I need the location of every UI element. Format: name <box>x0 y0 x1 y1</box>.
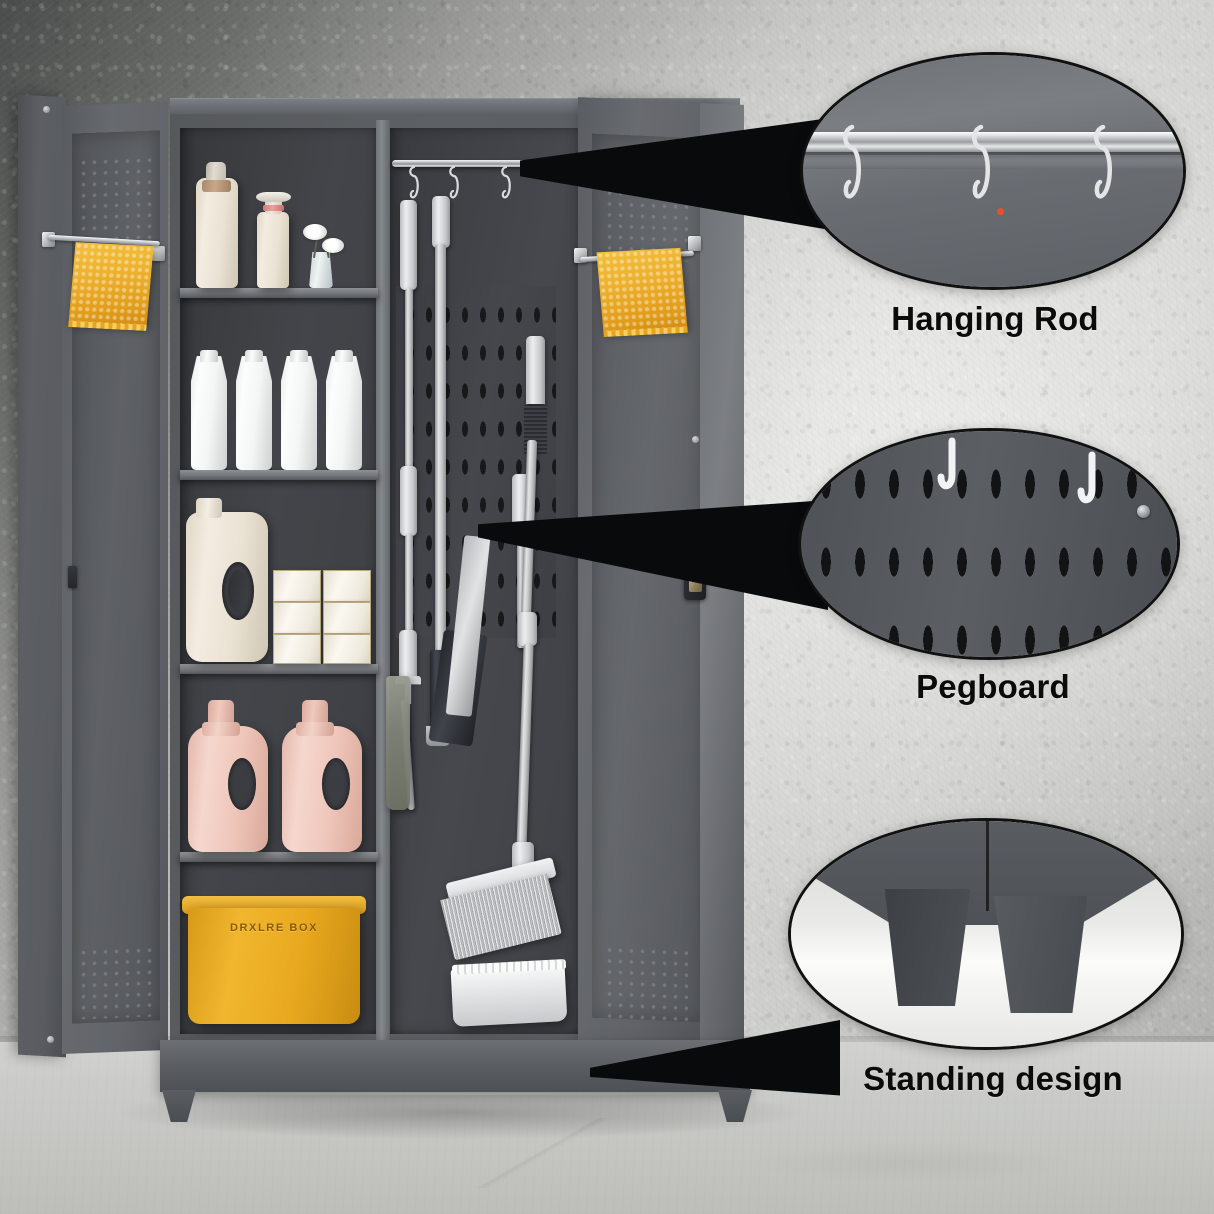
callout-hanging-rod-oval <box>800 52 1186 290</box>
detergent-bottle-collar <box>202 180 231 192</box>
shelf-second <box>180 470 378 480</box>
cleaner-bottle-white-3 <box>281 356 317 470</box>
callout-hanging-rod-label: Hanging Rod <box>891 300 1099 337</box>
shelf-top <box>180 288 378 298</box>
right-door-towel <box>596 247 688 335</box>
cleaning-cloth <box>386 676 410 810</box>
cleaner-bottle-cap-2 <box>245 350 263 362</box>
cleaner-bottle-white-2 <box>236 356 272 470</box>
callout-hanging-rod: Hanging Rod <box>800 52 1190 352</box>
detergent-jug-pink-1-collar <box>202 722 240 736</box>
cleaner-bottle-cap-1 <box>200 350 218 362</box>
flower-bloom-left <box>303 224 327 240</box>
right-door-vents-lower <box>604 944 688 1024</box>
cleaner-bottle-cap-3 <box>290 350 308 362</box>
callout-pegboard-oval <box>798 428 1180 660</box>
broom-shaft-joint <box>518 612 537 646</box>
duster-grip <box>400 200 417 290</box>
duster-lower-grip <box>400 466 417 536</box>
duster-foot-grip <box>399 630 417 682</box>
cabinet-floor-shadow <box>120 1095 800 1139</box>
right-towel-bar-bracket-right <box>688 236 701 251</box>
callout-hanging-rod-bar <box>803 131 1183 153</box>
tissue-box-5 <box>273 634 321 664</box>
flower-vase-decor <box>309 252 333 288</box>
callout-j-hook-1 <box>937 437 965 503</box>
left-door-hinge-screw-bottom <box>47 1036 54 1043</box>
tissue-box-1 <box>273 570 321 602</box>
detergent-bottle-cap <box>206 162 226 184</box>
callout-pegboard-label: Pegboard <box>916 668 1070 705</box>
pump-dispenser-bottle <box>257 212 289 288</box>
s-hook-1 <box>408 166 420 204</box>
callout-s-hook-3 <box>1092 124 1112 204</box>
pump-dispenser-head <box>256 192 291 202</box>
detergent-jug-pink-1-handle <box>228 758 256 810</box>
left-towel-bar-bracket-right <box>152 246 165 261</box>
s-hook-3 <box>500 166 512 204</box>
detergent-jug-cream-handle-inner <box>228 570 248 612</box>
s-hook-2 <box>448 166 460 204</box>
tissue-box-2 <box>323 570 371 602</box>
callout-standing-design-label: Standing design <box>863 1060 1123 1097</box>
callout-foot-left-face <box>884 888 971 1007</box>
detergent-jug-cream-neck <box>196 498 222 518</box>
storage-bin-yellow: DRXLRE BOX <box>188 908 360 1024</box>
right-door-hinge-screw-top <box>692 436 699 443</box>
tissue-box-4 <box>323 602 371 634</box>
duster-shaft <box>405 288 413 488</box>
callout-s-hook-1 <box>841 124 861 204</box>
mop-grip <box>432 196 450 248</box>
cleaner-bottle-white-1 <box>191 356 227 470</box>
left-door-vents-lower <box>78 944 152 1020</box>
flower-bloom-right <box>322 238 344 253</box>
callout-hanging-rod-marker-dot <box>996 208 1004 216</box>
callout-pegboard-holes <box>801 431 1177 657</box>
callout-corner-seam <box>986 821 989 912</box>
tissue-box-3 <box>273 602 321 634</box>
callout-standing-design-oval <box>788 818 1184 1050</box>
callout-pegboard-screw <box>1137 505 1150 518</box>
duster-lower-shaft <box>405 534 413 644</box>
callout-pegboard: Pegboard <box>798 428 1188 728</box>
detergent-jug-pink-2-handle <box>322 758 350 810</box>
mop-shaft <box>435 244 446 656</box>
left-door-hinge-screw-top <box>43 106 50 113</box>
hanging-rod <box>392 160 582 167</box>
compartment-divider <box>376 120 390 1040</box>
pump-dispenser-ring <box>263 205 284 211</box>
shelf-third <box>180 664 378 674</box>
detergent-bottle-large <box>196 178 238 288</box>
cleaner-bottle-cap-4 <box>335 350 353 362</box>
floor-seam-line <box>380 1118 710 1188</box>
callout-j-hook-2 <box>1077 451 1105 517</box>
left-door-handle[interactable] <box>68 566 77 588</box>
left-door-towel <box>68 242 154 328</box>
callout-hanging-rod-shelf-edge <box>803 154 1183 169</box>
detergent-jug-pink-2-collar <box>296 722 334 736</box>
callout-s-hook-2 <box>970 124 991 204</box>
cleaner-bottle-white-4 <box>326 356 362 470</box>
squeegee-grip <box>526 336 545 416</box>
callout-standing-design: Standing design <box>788 818 1198 1118</box>
callout-foot-right-face <box>993 895 1088 1014</box>
tissue-box-6 <box>323 634 371 664</box>
callout-hanging-rod-interior <box>803 55 1183 287</box>
storage-bin-label: DRXLRE BOX <box>229 922 319 934</box>
shelf-fourth <box>180 852 378 862</box>
